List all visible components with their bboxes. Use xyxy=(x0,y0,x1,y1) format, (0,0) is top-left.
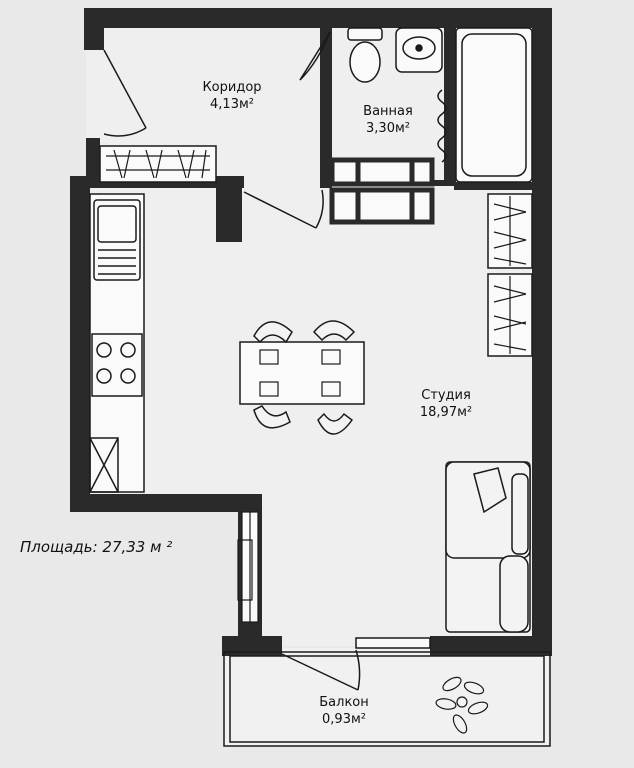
wardrobe-upper xyxy=(487,193,533,269)
bathroom-sink xyxy=(395,27,443,73)
total-area-label: Площадь: 27,33 м ² xyxy=(20,538,173,556)
plant xyxy=(435,676,489,734)
corridor-name: Коридор xyxy=(202,80,262,95)
bathroom-area: 3,30м² xyxy=(366,121,410,136)
bathroom-shelving xyxy=(329,157,435,225)
dining-chairs xyxy=(253,320,356,435)
stove xyxy=(91,333,143,397)
room-label-corridor: Коридор 4,13м² xyxy=(180,79,284,113)
west-window xyxy=(237,511,259,623)
corridor-area: 4,13м² xyxy=(210,97,254,112)
balcony-name: Балкон xyxy=(319,695,369,710)
corridor-rack xyxy=(99,145,217,183)
bathtub xyxy=(455,27,533,183)
room-label-studio: Студия 18,97м² xyxy=(398,387,494,421)
balcony-door xyxy=(281,637,431,691)
bathroom-name: Ванная xyxy=(363,104,413,119)
toilet xyxy=(347,27,383,83)
studio-door xyxy=(243,189,324,229)
entrance-door xyxy=(103,49,147,137)
sofa xyxy=(445,461,531,633)
studio-area: 18,97м² xyxy=(419,405,473,420)
towel-rail xyxy=(437,89,447,163)
balcony-outline xyxy=(223,651,551,747)
dining-table xyxy=(239,341,365,405)
kitchen-sink xyxy=(93,199,141,281)
bathroom-door xyxy=(299,31,331,81)
kitchen-counter xyxy=(89,193,145,493)
wardrobe-lower xyxy=(487,273,533,357)
balcony-floor xyxy=(224,648,548,746)
fridge xyxy=(89,437,119,493)
balcony-area: 0,93м² xyxy=(322,712,366,727)
room-label-bathroom: Ванная 3,30м² xyxy=(340,103,436,137)
room-label-balcony: Балкон 0,93м² xyxy=(298,694,390,728)
studio-name: Студия xyxy=(421,388,471,403)
